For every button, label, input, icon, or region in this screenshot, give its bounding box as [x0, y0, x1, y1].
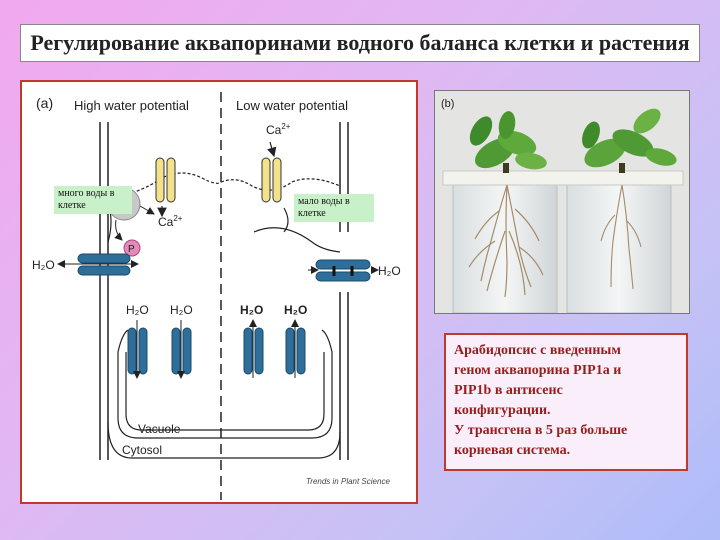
plant-right	[582, 108, 677, 173]
h2o-label-3: H₂O	[240, 303, 263, 317]
vacuole-label: Vacuole	[138, 422, 181, 436]
credit-label: Trends in Plant Science	[306, 477, 390, 486]
tonoplast-inner	[125, 352, 325, 431]
tonoplast-outer	[117, 352, 333, 439]
ca-left-label: Ca2+	[158, 214, 183, 229]
ca-channel-right	[261, 157, 282, 203]
h2o-left-label: H₂O	[32, 258, 55, 272]
high-water-label: High water potential	[74, 98, 189, 113]
caption-line-3: PIP1b в антисенс	[454, 383, 563, 398]
ca-channel-left	[155, 157, 176, 203]
caption-line-1: Арабидопсис с введенным	[454, 343, 621, 358]
low-water-label: Low water potential	[236, 98, 348, 113]
h2o-label-2: H₂O	[170, 303, 193, 317]
h2o-right-label: H₂O	[378, 264, 401, 278]
caption-line-6: корневая система.	[454, 443, 571, 458]
p-label: P	[128, 244, 135, 255]
panel-label-a: (a)	[36, 95, 53, 111]
tonoplast-aquaporin-2	[171, 320, 192, 379]
arabidopsis-photo: (b)	[434, 90, 690, 314]
plant-left	[469, 111, 547, 173]
panel-label-b: (b)	[441, 98, 454, 110]
h2o-label-4: H₂O	[284, 303, 307, 317]
tonoplast-aquaporin-1	[127, 320, 148, 379]
ca-top-label: Ca2+	[266, 122, 291, 137]
caption-line-2: геном аквапорина PIP1a и	[454, 363, 622, 378]
roots-right	[600, 184, 642, 290]
jar-left	[452, 182, 558, 313]
tonoplast-aquaporin-4	[285, 319, 306, 378]
note-much-water: много воды в клетке	[54, 186, 132, 214]
tonoplast-aquaporin-3	[243, 319, 264, 378]
h2o-label-1: H₂O	[126, 303, 149, 317]
phosphate-circle	[123, 239, 141, 257]
aquaporin-horizontal-left	[57, 253, 139, 276]
arabidopsis-photo-illustration: (b)	[435, 91, 689, 313]
lid-band	[442, 170, 684, 186]
cytosol-label: Cytosol	[122, 443, 162, 457]
aquaporin-horizontal-right	[308, 259, 379, 282]
note-little-water: мало воды в клетке	[294, 194, 374, 222]
caption-line-5: У трансгена в 5 раз больше	[454, 423, 628, 438]
caption-line-4: конфигурации.	[454, 403, 551, 418]
aquaporin-diagram: (a) High water potential Low water poten…	[32, 92, 401, 500]
caption-box: Арабидопсис с введенным геном аквапорина…	[444, 333, 688, 471]
roots-left	[468, 184, 544, 298]
aquaporin-diagram-panel: (a) High water potential Low water poten…	[20, 80, 418, 504]
slide-title: Регулирование аквапоринами водного балан…	[20, 24, 700, 62]
